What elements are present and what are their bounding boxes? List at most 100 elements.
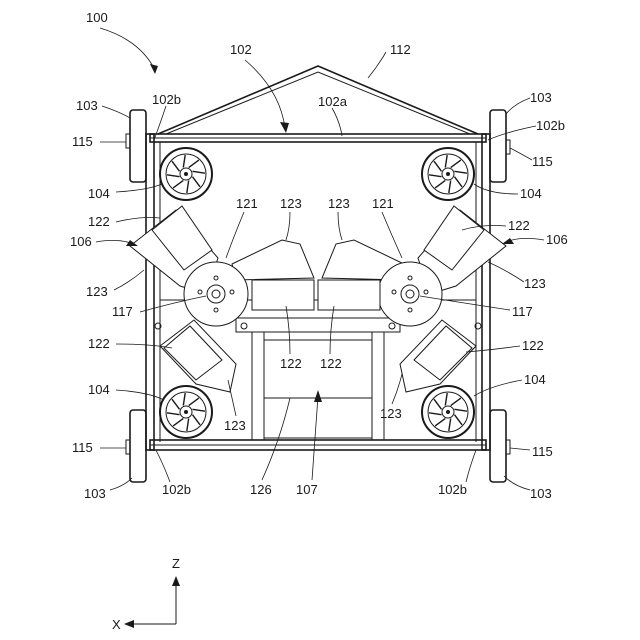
label-104-tr: 104: [520, 186, 542, 201]
label-121-r: 121: [372, 196, 394, 211]
arrowhead-107: [314, 390, 322, 402]
label-102a: 102a: [318, 94, 348, 109]
label-122-c: 122: [280, 356, 302, 371]
leader-103-tr: [506, 98, 530, 114]
label-104-bl: 104: [88, 382, 110, 397]
label-115-bl: 115: [72, 440, 93, 455]
wheel-bottom-right: [490, 410, 506, 482]
axis-z-label: Z: [172, 556, 180, 571]
z-axis-arrowhead: [172, 576, 180, 586]
label-106-r: 106: [546, 232, 568, 247]
leader-123-c: [338, 212, 342, 240]
fan-top-left: [160, 148, 212, 200]
label-104-tl: 104: [88, 186, 110, 201]
label-123-b: 123: [280, 196, 302, 211]
label-102: 102: [230, 42, 252, 57]
right-hub-disc: [378, 262, 442, 326]
axis-x-label: X: [112, 617, 121, 632]
x-axis-arrowhead: [124, 620, 134, 628]
label-103-tr: 103: [530, 90, 552, 105]
leader-104-tl: [116, 184, 162, 192]
label-103-bl: 103: [84, 486, 106, 501]
leader-123-f: [392, 374, 402, 404]
label-102b-bl: 102b: [162, 482, 191, 497]
label-115-br: 115: [532, 444, 553, 459]
label-117-l: 117: [112, 304, 133, 319]
leader-104-bl: [116, 390, 164, 400]
leader-126: [262, 398, 290, 480]
leader-102b-bl: [156, 450, 170, 482]
left-blade-right: [232, 240, 314, 280]
fan-top-right: [422, 148, 474, 200]
left-side-rail: [146, 134, 154, 450]
label-123-d: 123: [524, 276, 546, 291]
label-123-f: 123: [380, 406, 402, 421]
leader-123-b: [286, 212, 290, 240]
label-122-f: 122: [522, 338, 544, 353]
left-hub-disc: [184, 262, 248, 326]
right-center-panel: [318, 280, 380, 310]
fan-center: [184, 172, 188, 176]
leader-102b-tl: [154, 106, 166, 140]
leader-103-tl: [102, 106, 130, 118]
reference-labels: 100 102 112 102a 103 103 103 103 102b 10…: [70, 10, 568, 632]
label-103-br: 103: [530, 486, 552, 501]
arrowhead-102: [280, 122, 289, 133]
label-107: 107: [296, 482, 318, 497]
label-100: 100: [86, 10, 108, 25]
label-115-tl: 115: [72, 134, 93, 149]
leader-103-br: [504, 476, 530, 490]
leader-115-br: [510, 448, 530, 450]
leader-121-l: [226, 212, 244, 258]
leader-123-d: [488, 262, 524, 282]
right-side-rail: [482, 134, 490, 450]
leader-104-tr: [474, 184, 518, 194]
left-center-panel: [252, 280, 314, 310]
label-106-l: 106: [70, 234, 92, 249]
label-122-d: 122: [320, 356, 342, 371]
leader-100: [100, 28, 155, 70]
label-104-br: 104: [524, 372, 546, 387]
label-102b-br: 102b: [438, 482, 467, 497]
leader-123-e: [228, 380, 236, 416]
label-121-l: 121: [236, 196, 258, 211]
fan-bottom-left: [160, 386, 212, 438]
fan-center: [446, 172, 450, 176]
label-103-tl: 103: [76, 98, 98, 113]
fan-bottom-right: [422, 386, 474, 438]
axis-indicator: [124, 576, 180, 628]
leader-102b-br: [466, 450, 476, 482]
wheel-top-left: [130, 110, 146, 182]
label-117-r: 117: [512, 304, 533, 319]
label-122-a: 122: [88, 214, 110, 229]
label-112: 112: [390, 42, 411, 57]
label-102b-tl: 102b: [152, 92, 181, 107]
right-rotor: [318, 206, 506, 392]
leader-112: [368, 52, 386, 78]
label-122-e: 122: [508, 218, 530, 233]
fan-center: [446, 410, 450, 414]
label-115-tr: 115: [532, 154, 553, 169]
leader-122-d: [330, 306, 334, 354]
label-126: 126: [250, 482, 272, 497]
fastener: [241, 323, 247, 329]
label-123-c: 123: [328, 196, 350, 211]
leader-103-bl: [110, 478, 132, 490]
leader-121-r: [382, 212, 402, 258]
leader-102a: [332, 108, 342, 136]
label-123-e: 123: [224, 418, 246, 433]
leader-102b-tr: [488, 126, 536, 140]
inner-cross-beam: [236, 318, 400, 332]
label-102b-tr: 102b: [536, 118, 565, 133]
label-122-b: 122: [88, 336, 110, 351]
fan-center: [184, 410, 188, 414]
wheel-bottom-left: [130, 410, 146, 482]
fastener: [389, 323, 395, 329]
leader-122-c: [286, 306, 290, 354]
arrowhead-106-r: [502, 238, 514, 244]
wheel-top-right: [490, 110, 506, 182]
leader-123-a: [114, 270, 144, 290]
leader-115-tr: [510, 148, 532, 160]
arrowhead-100: [150, 64, 158, 74]
